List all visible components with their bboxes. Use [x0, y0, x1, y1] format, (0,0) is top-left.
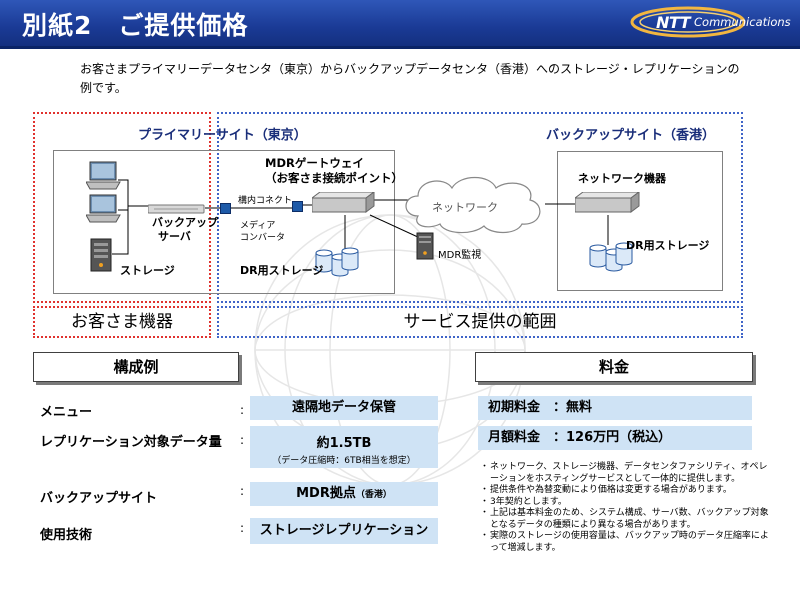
pricing-note-text: 提供条件や為替変動により価格は変更する場合があります。	[490, 485, 732, 495]
config-value-menu: 遠隔地データ保管	[250, 396, 438, 420]
pricing-note: ・上記は基本料金のため、システム構成、サーバ数、バックアップ対象となるデータの種…	[480, 508, 770, 531]
dr-storage-hk-label: DR用ストレージ	[626, 239, 710, 252]
hongkong-datacenter-frame	[557, 151, 723, 291]
logo-communications-text: Communications	[694, 15, 791, 29]
customer-equipment-label: お客さま機器	[71, 312, 173, 332]
pricing-note: ・実際のストレージの使用容量は、バックアップ時のデータ圧縮率によって増減します。	[480, 531, 770, 554]
mdr-gateway-device-icon	[312, 192, 375, 213]
backup-server-icon	[148, 204, 205, 214]
config-row-label-technology: 使用技術	[40, 528, 93, 543]
logo-ntt-text: NTT	[656, 13, 691, 32]
monthly-fee: 月額料金 ：126万円（税込）	[478, 426, 752, 450]
config-value-data-volume: 約1.5TB	[316, 436, 372, 451]
network-cloud-label: ネットワーク	[432, 201, 498, 214]
network-cloud-icon	[405, 176, 541, 234]
config-value-backup-site-small: （香港）	[355, 490, 392, 500]
note-bullet: ・	[480, 496, 490, 507]
service-scope-label: サービス提供の範囲	[403, 312, 557, 332]
ntt-communications-logo: NTT Communications	[630, 4, 794, 40]
mdr-monitor-label: MDR監視	[438, 250, 482, 261]
network-device-label: ネットワーク機器	[578, 172, 666, 185]
media-converter-label-line1: メディア	[240, 221, 276, 231]
mdr-gateway-label-line1: MDRゲートウェイ	[265, 156, 364, 170]
service-scope-label-box: サービス提供の範囲	[217, 306, 743, 338]
pricing-note: ・提供条件や為替変動により価格は変更する場合があります。	[480, 485, 770, 497]
backup-server-label-line2: サーバ	[158, 230, 191, 243]
backup-site-label: バックアップサイト（香港）	[546, 128, 716, 143]
primary-site-label: プライマリーサイト（東京）	[138, 128, 307, 143]
note-bullet: ・	[480, 485, 490, 495]
mdr-gateway-label: MDRゲートウェイ （お客さま接続ポイント）	[265, 156, 403, 186]
config-value-data-volume-sub: （データ圧縮時：6TB相当を想定）	[272, 456, 416, 466]
backup-server-label-line1: バックアップ	[152, 216, 218, 229]
client-laptop-icon	[86, 161, 121, 190]
backup-server-label: バックアップ サーバ	[152, 216, 218, 244]
note-bullet: ・	[480, 508, 490, 518]
page-title: 別紙2 ご提供価格	[22, 11, 249, 40]
customer-equipment-label-box: お客さま機器	[33, 306, 211, 338]
pricing-note-text: 3年契約とします。	[490, 496, 567, 507]
pricing-note: ・ネットワーク、ストレージ機器、データセンタファシリティ、オペレーションをホステ…	[480, 462, 770, 485]
pricing-notes: ・ネットワーク、ストレージ機器、データセンタファシリティ、オペレーションをホステ…	[480, 462, 770, 554]
storage-tower-icon	[90, 238, 112, 272]
title-bar: 別紙2 ご提供価格 NTT Communications	[0, 0, 800, 49]
config-row-colon: :	[240, 521, 245, 535]
media-converter-icon	[292, 201, 303, 212]
config-row-label-backup-site: バックアップサイト	[40, 491, 158, 506]
initial-fee: 初期料金 ：無料	[478, 396, 752, 420]
intro-text: お客さまプライマリーデータセンタ（東京）からバックアップデータセンタ（香港）への…	[80, 62, 740, 95]
media-converter-label-line2: コンバータ	[240, 233, 286, 243]
note-bullet: ・	[480, 462, 490, 472]
pricing-note-text: ネットワーク、ストレージ機器、データセンタファシリティ、オペレーションをホスティ…	[490, 462, 768, 484]
client-laptop-icon	[86, 194, 121, 223]
pricing-note: ・3年契約とします。	[480, 497, 770, 509]
config-value-technology: ストレージレプリケーション	[250, 518, 438, 544]
pricing-note-text: 実際のストレージの使用容量は、バックアップ時のデータ圧縮率によって増減します。	[490, 531, 769, 553]
config-value-backup-site: MDR拠点	[296, 486, 356, 501]
hk-dr-storage-cylinders-icon	[589, 242, 633, 272]
mdr-gateway-label-line2: （お客さま接続ポイント）	[265, 171, 403, 185]
hk-network-device-icon	[575, 192, 640, 213]
config-row-colon: :	[240, 484, 245, 498]
media-converter-label: メディア コンバータ	[240, 220, 285, 244]
storage-label: ストレージ	[120, 264, 175, 277]
pricing-heading: 料金	[475, 352, 753, 382]
config-row-label-menu: メニュー	[40, 405, 93, 420]
config-value-backup-site-box: MDR拠点（香港）	[250, 482, 438, 506]
pricing-note-text: 上記は基本料金のため、システム構成、サーバ数、バックアップ対象となるデータの種類…	[490, 508, 769, 530]
note-bullet: ・	[480, 531, 490, 541]
mdr-monitor-server-icon	[416, 232, 434, 260]
config-value-data-volume-box: 約1.5TB （データ圧縮時：6TB相当を想定）	[250, 426, 438, 468]
dr-storage-cylinders-icon	[315, 247, 359, 277]
config-row-label-data-volume: レプリケーション対象データ量	[40, 435, 222, 450]
tokyo-datacenter-frame	[53, 150, 395, 294]
cross-connect-label: 構内コネクト	[238, 196, 293, 206]
config-row-colon: :	[240, 403, 245, 417]
config-row-colon: :	[240, 433, 245, 447]
cross-connect-port-icon	[220, 203, 231, 214]
logo-swoosh-icon	[630, 6, 746, 38]
config-heading: 構成例	[33, 352, 239, 382]
dr-storage-tokyo-label: DR用ストレージ	[240, 264, 324, 277]
